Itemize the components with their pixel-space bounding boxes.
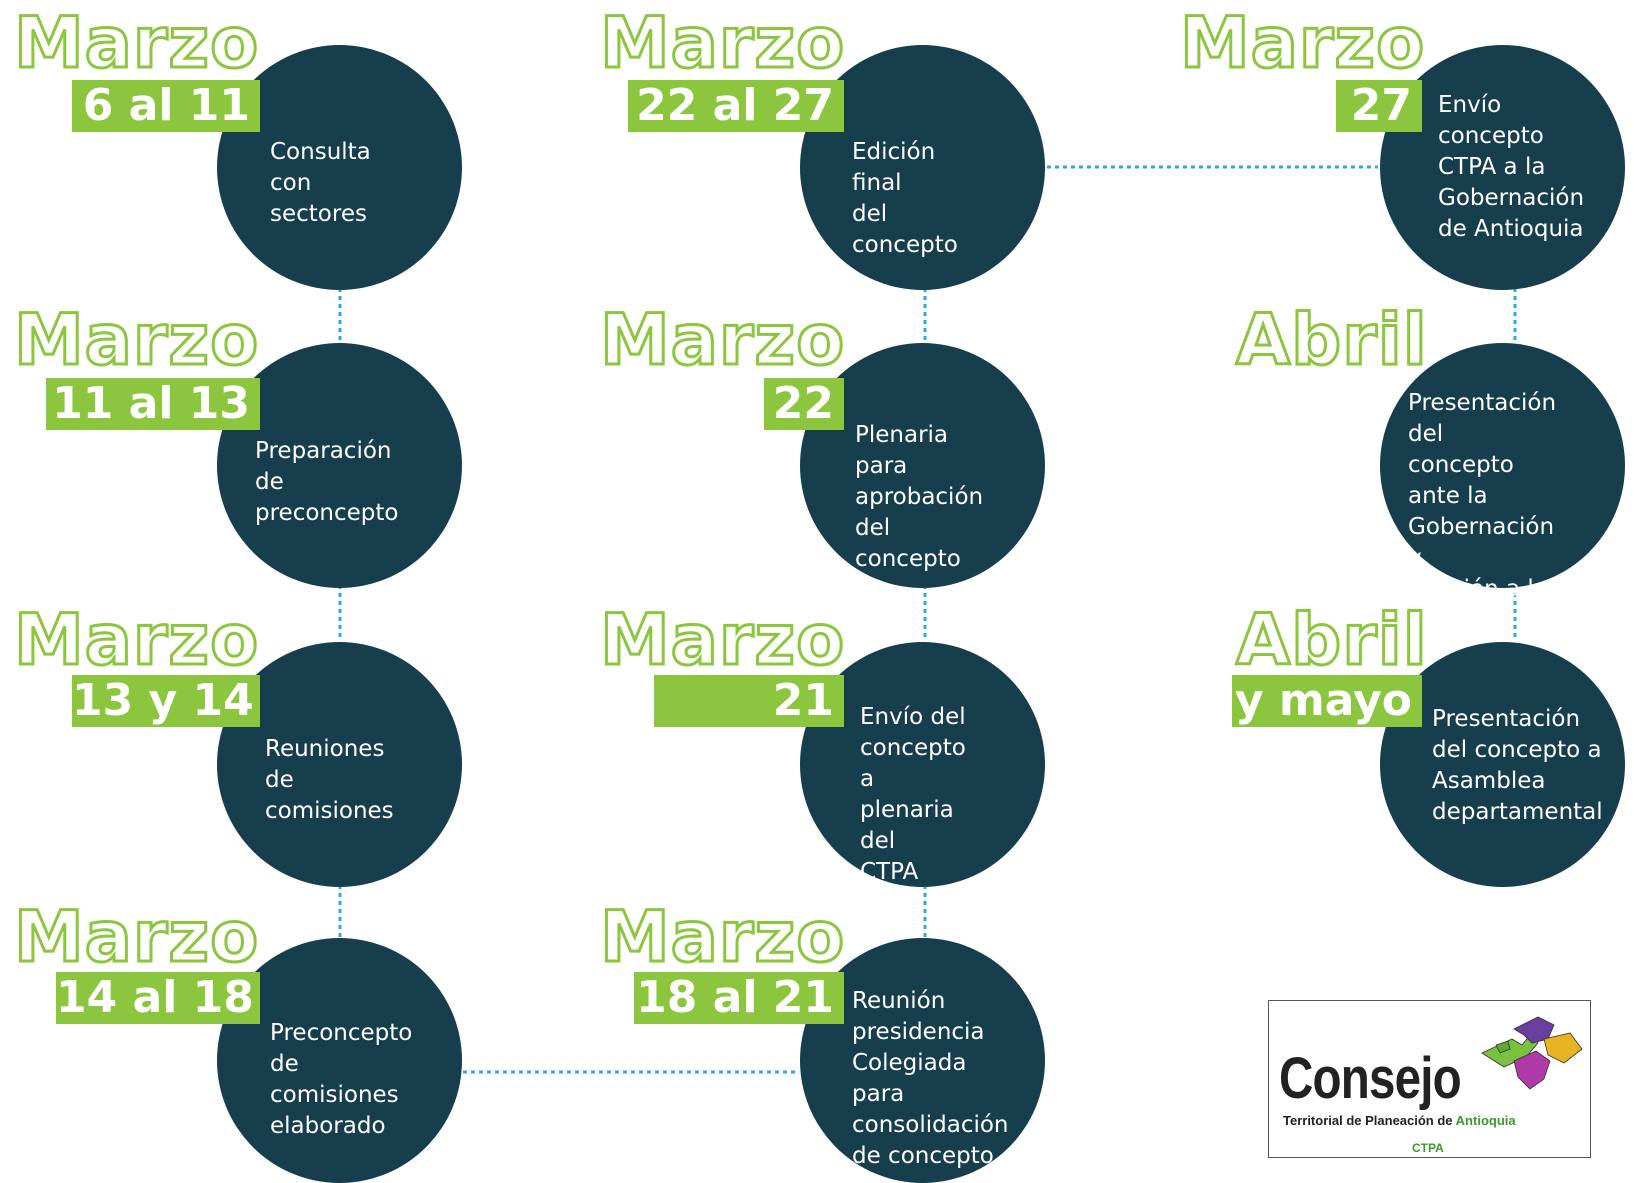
- step-description: Preconcepto de comisiones elaborado: [270, 1020, 413, 1139]
- step-description: Edición final del concepto: [852, 139, 958, 258]
- month-label: Marzo: [12, 599, 260, 681]
- date-badge: 6 al 11: [72, 80, 260, 132]
- date-badge: y mayo: [1232, 675, 1422, 727]
- step-description: Presentación del concepto a Asamblea dep…: [1432, 706, 1603, 825]
- month-label: Marzo: [598, 896, 846, 978]
- month-label: Marzo: [598, 2, 846, 84]
- month-label: Marzo: [1178, 2, 1426, 84]
- date-badge: 13 y 14: [72, 675, 260, 727]
- date-badge: 14 al 18: [56, 972, 260, 1024]
- month-label: Abril: [1235, 299, 1429, 381]
- month-label: Marzo: [12, 896, 260, 978]
- date-badge: 22: [764, 378, 844, 430]
- month-label: Marzo: [598, 599, 846, 681]
- date-badge: 27: [1336, 80, 1422, 132]
- month-label: Marzo: [12, 2, 260, 84]
- step-description: Envío del concepto a plenaria del CTPA: [860, 704, 966, 885]
- step-description: Plenaria para aprobación del concepto: [855, 422, 984, 572]
- logo-wordmark: Consejo: [1279, 1046, 1462, 1111]
- step-description: Consulta con sectores: [270, 139, 371, 227]
- date-badge: 21: [654, 675, 844, 727]
- step-description: Preparación de preconcepto: [255, 438, 399, 526]
- ctpa-logo: Consejo Territorial de Planeación de Ant…: [1268, 1000, 1591, 1158]
- step-description: Reunión presidencia Colegiada para conso…: [852, 988, 1009, 1169]
- logo-acronym: CTPA: [1404, 1141, 1452, 1155]
- date-badge: 11 al 13: [46, 378, 260, 430]
- logo-subtitle-highlight: Antioquia: [1455, 1113, 1516, 1128]
- date-badge: 18 al 21: [634, 972, 844, 1024]
- month-label: Abril: [1235, 599, 1429, 681]
- month-label: Marzo: [12, 299, 260, 381]
- step-circle: [1380, 343, 1625, 588]
- puzzle-icon: [1481, 1016, 1583, 1090]
- month-label: Marzo: [598, 299, 846, 381]
- step-description: Reuniones de comisiones: [265, 736, 394, 824]
- logo-subtitle: Territorial de Planeación de Antioquia: [1283, 1113, 1516, 1128]
- step-description: Envío concepto CTPA a la Gobernación de …: [1438, 92, 1585, 242]
- step-description: Presentación del concepto ante la Gobern…: [1408, 390, 1557, 664]
- date-badge: 22 al 27: [628, 80, 844, 132]
- logo-subtitle-main: Territorial de Planeación de: [1283, 1113, 1456, 1128]
